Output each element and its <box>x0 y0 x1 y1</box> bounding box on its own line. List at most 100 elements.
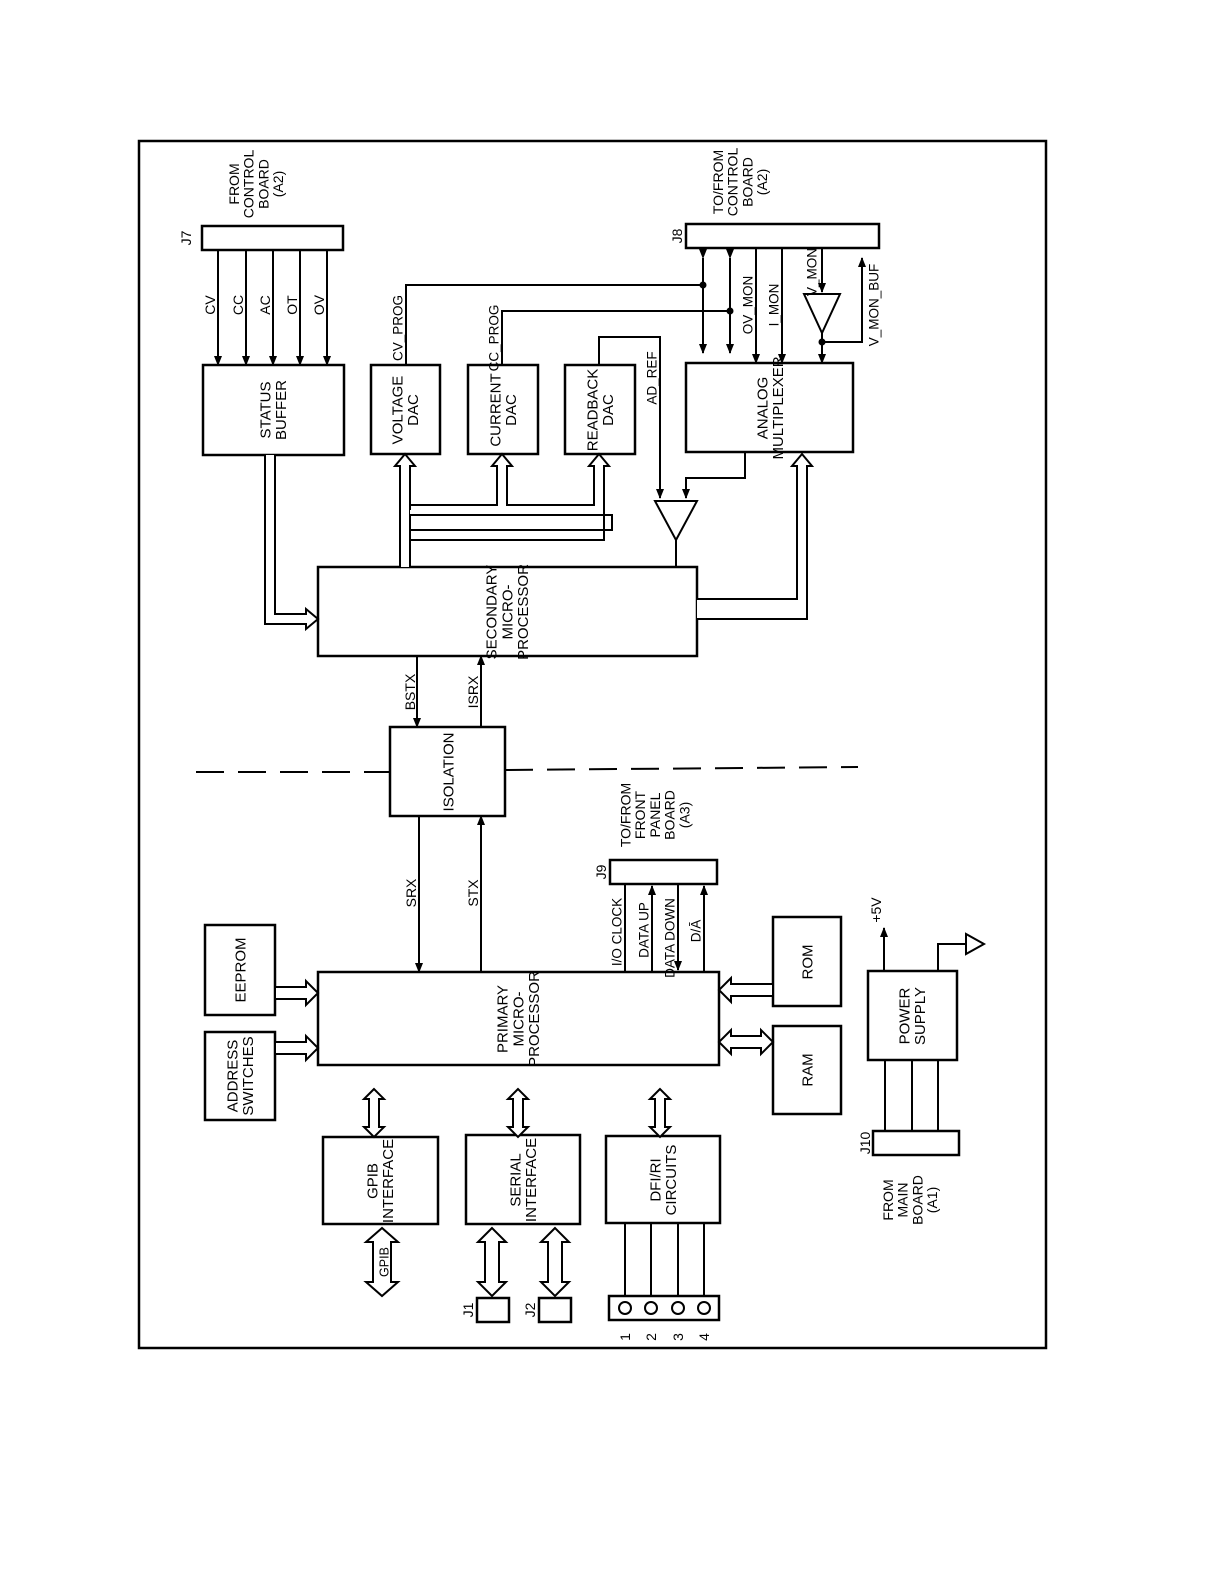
adc-amplifier <box>653 500 699 543</box>
address-switches-block <box>203 1030 277 1122</box>
j7-connector <box>200 224 345 252</box>
cc-prog-junction <box>726 307 734 315</box>
status-bus-arrow <box>264 455 320 632</box>
ov-mon-label: OV_MON <box>741 276 756 335</box>
j2-bus-arrow <box>538 1226 572 1298</box>
ram-block <box>771 1024 843 1116</box>
stx-label: STX <box>465 879 481 907</box>
port-4-label: 4 <box>696 1333 712 1341</box>
primary-microprocessor-block <box>316 970 721 1067</box>
secondary-mpu-label: SECONDARYMICRO-PROCESSOR <box>484 564 533 660</box>
cv-prog-junction <box>699 281 707 289</box>
port-2-pin <box>644 1301 658 1315</box>
j10-caption: FROMMAINBOARD(A1) <box>880 1175 940 1225</box>
isolation-boundary-right <box>504 766 859 771</box>
port-2-label: 2 <box>643 1333 659 1341</box>
port-4-pin <box>697 1301 711 1315</box>
d-a-label: D/Ā <box>689 920 704 943</box>
isrx-label: ISRX <box>465 675 481 708</box>
serial-interface-block <box>464 1133 582 1226</box>
ram-bus-arrow <box>717 1027 775 1057</box>
rom-label: ROM <box>799 945 816 980</box>
isolation-block <box>388 725 507 818</box>
gpib-interface-block <box>321 1135 440 1226</box>
plus5v-label: +5V <box>868 897 884 923</box>
v-mon-buf-line <box>822 257 866 343</box>
mux-to-amp-line <box>682 452 746 499</box>
io-clock-label: I/O CLOCK <box>610 898 625 966</box>
cv-label: CV <box>202 295 218 315</box>
cc-label: CC <box>230 295 246 315</box>
j7-caption: FROMCONTROLBOARD(A2) <box>226 150 286 219</box>
gpib-label: GPIB <box>377 1247 391 1277</box>
voltage-dac-label: VOLTAGEDAC <box>389 376 422 445</box>
analog-mux-label: ANALOGMULTIPLEXER <box>754 356 787 459</box>
port-1-pin <box>618 1301 632 1315</box>
ov-label: OV <box>311 294 327 315</box>
ot-label: OT <box>284 295 300 315</box>
analog-multiplexer-block <box>684 361 855 454</box>
ad-ref-line <box>598 336 664 499</box>
serial-interface-label: SERIALINTERFACE <box>507 1138 540 1222</box>
data-up-label: DATA UP <box>637 902 652 958</box>
v-mon-label: V_MON <box>805 248 820 296</box>
ground-symbol <box>965 932 987 956</box>
address-switches-label: ADDRESSSWITCHES <box>224 1036 257 1115</box>
j10-connector <box>871 1129 961 1157</box>
gpib-interface-bus-arrow <box>361 1087 387 1139</box>
srx-label: SRX <box>403 878 419 907</box>
port-3-label: 3 <box>670 1333 686 1341</box>
eeprom-bus-arrow <box>274 978 320 1008</box>
port-3-pin <box>671 1301 685 1315</box>
cc-prog-line <box>501 310 730 365</box>
ram-label: RAM <box>799 1053 816 1086</box>
j1-label: J1 <box>460 1302 476 1317</box>
ac-label: AC <box>257 295 273 314</box>
cv-prog-label: CV_PROG <box>391 295 406 361</box>
j8-connector <box>684 222 881 250</box>
j8-caption: TO/FROMCONTROLBOARD(A2) <box>710 148 770 217</box>
data-down-label: DATA DOWN <box>663 898 678 978</box>
serial-interface-bus-arrow <box>505 1087 531 1139</box>
dac-bus-to-readback <box>409 514 613 541</box>
j9-label: J9 <box>593 864 609 879</box>
j1-connector <box>475 1296 511 1324</box>
j1-bus-arrow <box>475 1226 509 1298</box>
j2-connector <box>537 1296 573 1324</box>
status-buffer-label: STATUSBUFFER <box>257 380 290 440</box>
i-mon-label: I_MON <box>767 284 782 327</box>
dfi-ri-label: DFI/RICIRCUITS <box>647 1145 680 1216</box>
dfi-port-strip <box>607 1294 721 1322</box>
dac-bus-to-current <box>409 452 612 516</box>
bstx-label: BSTX <box>402 673 418 710</box>
j7-label: J7 <box>178 230 194 245</box>
eeprom-block <box>203 923 277 1017</box>
eeprom-label: EEPROM <box>232 937 249 1002</box>
j9-connector <box>608 858 719 886</box>
gpib-external-bus-arrow <box>363 1226 401 1298</box>
dfi-ri-circuits-block <box>604 1134 722 1225</box>
rom-bus-arrow <box>717 975 774 1005</box>
j2-label: J2 <box>522 1302 538 1317</box>
j10-label: J10 <box>857 1132 873 1155</box>
cv-prog-line <box>405 284 703 365</box>
diagram-frame <box>137 139 1048 1350</box>
gpib-interface-label: GPIBINTERFACE <box>364 1139 397 1223</box>
ground-line <box>937 943 966 971</box>
j9-caption: TO/FROMFRONTPANELBOARD(A3) <box>618 783 693 847</box>
port-1-label: 1 <box>617 1333 633 1341</box>
address-switches-bus-arrow <box>274 1033 320 1063</box>
ad-ref-label: AD_REF <box>645 351 660 404</box>
mux-bus-arrow <box>697 452 815 620</box>
power-supply-label: POWERSUPPLY <box>896 987 929 1045</box>
current-dac-label: CURRENTDAC <box>487 373 520 446</box>
v-mon-buffer-amplifier <box>802 293 842 336</box>
primary-mpu-label: PRIMARYMICRO-PROCESSOR <box>495 971 544 1067</box>
v-mon-junction <box>818 338 826 346</box>
readback-dac-label: READBACKDAC <box>584 369 617 452</box>
j8-label: J8 <box>669 228 685 243</box>
rom-block <box>771 915 843 1008</box>
isolation-label: ISOLATION <box>440 733 457 812</box>
dfi-ri-bus-arrow <box>647 1087 673 1139</box>
